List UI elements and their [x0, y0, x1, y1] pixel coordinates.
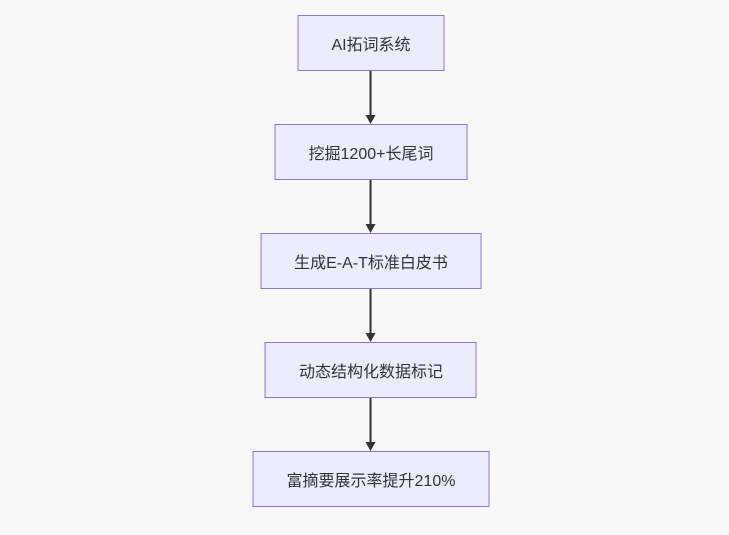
node-label: 富摘要展示率提升210%	[286, 473, 456, 490]
arrow-head-icon	[366, 115, 376, 124]
flow-arrow-2	[366, 180, 376, 233]
node-label: 生成E-A-T标准白皮书	[294, 255, 448, 272]
node-label: 动态结构化数据标记	[298, 364, 443, 381]
flow-arrow-4	[366, 398, 376, 451]
flow-node-longtail-mining: 挖掘1200+长尾词	[274, 124, 468, 180]
arrow-line	[370, 180, 372, 225]
node-label: AI拓词系统	[331, 37, 411, 54]
flowchart: AI拓词系统 挖掘1200+长尾词 生成E-A-T标准白皮书 动态结构化数据标记	[252, 15, 490, 507]
arrow-head-icon	[366, 442, 376, 451]
node-label: 挖掘1200+长尾词	[308, 146, 434, 163]
flow-node-structured-data-markup: 动态结构化数据标记	[264, 342, 477, 398]
arrow-head-icon	[366, 224, 376, 233]
flow-arrow-3	[366, 289, 376, 342]
flow-node-ai-expansion-system: AI拓词系统	[297, 15, 445, 71]
arrow-line	[370, 398, 372, 443]
flow-node-rich-snippet-rate: 富摘要展示率提升210%	[252, 451, 490, 507]
flow-node-eat-whitepaper: 生成E-A-T标准白皮书	[260, 233, 482, 289]
flow-arrow-1	[366, 71, 376, 124]
arrow-line	[370, 71, 372, 116]
arrow-head-icon	[366, 333, 376, 342]
arrow-line	[370, 289, 372, 334]
